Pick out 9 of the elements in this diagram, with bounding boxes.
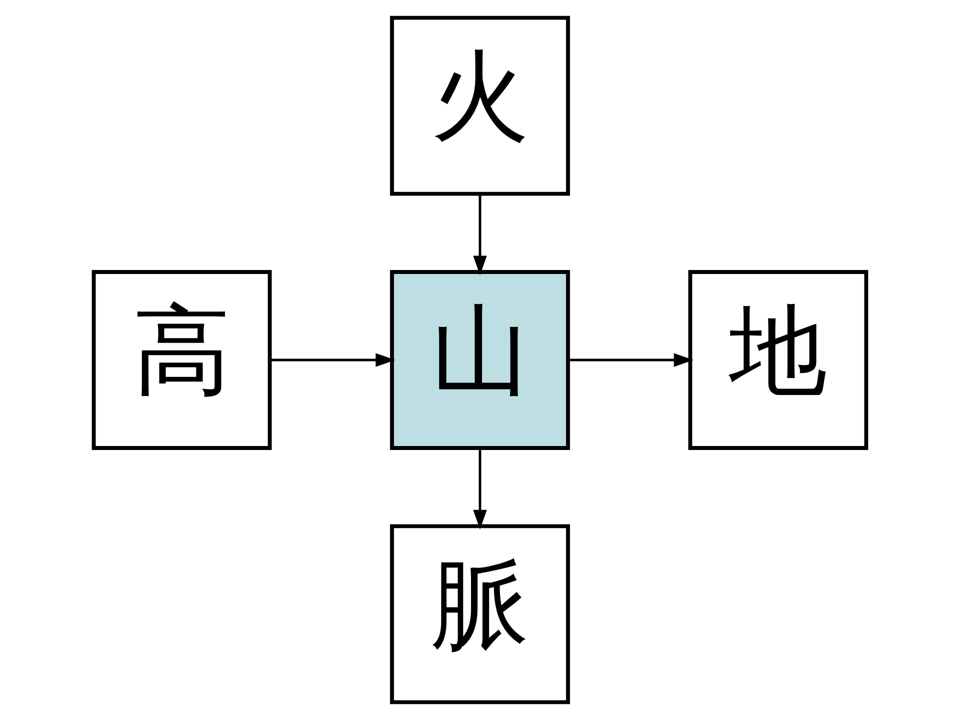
arrow: [568, 353, 694, 367]
node-box: 高: [92, 270, 272, 450]
arrow: [473, 194, 487, 276]
node-box: 地: [688, 270, 868, 450]
arrow: [473, 448, 487, 530]
node-box: 火: [390, 16, 570, 196]
node-box: 脈: [390, 524, 570, 704]
arrow: [270, 353, 396, 367]
node-box: 山: [390, 270, 570, 450]
